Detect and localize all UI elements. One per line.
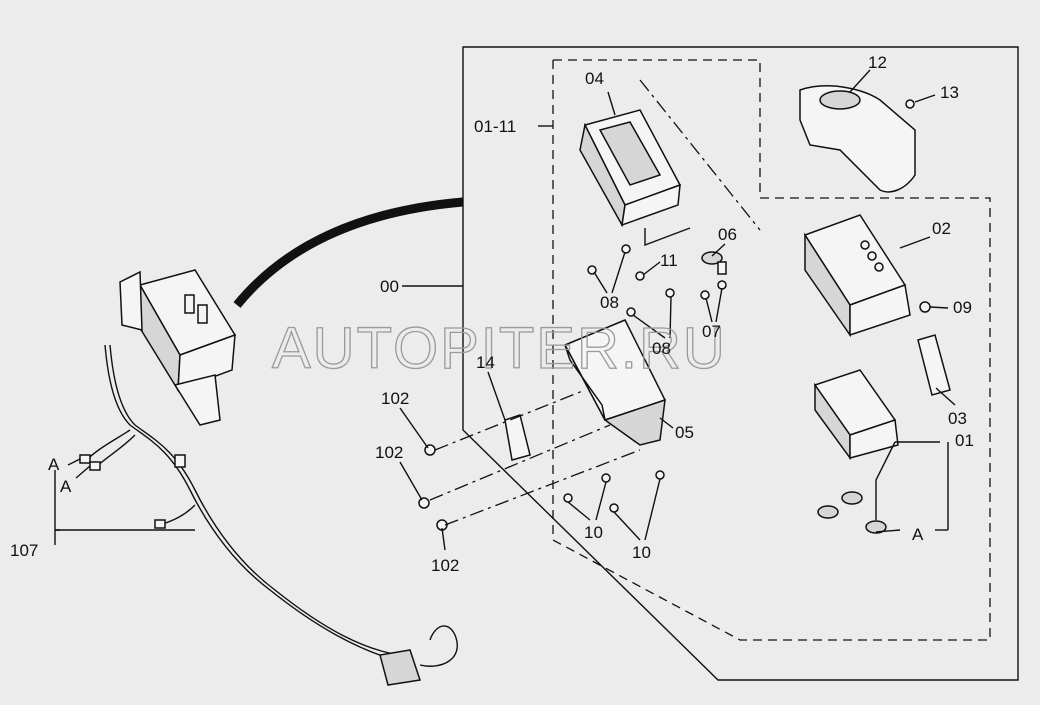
label-01-11: 01-11: [474, 117, 516, 136]
label-06: 06: [718, 225, 737, 244]
part-screw-13: [905, 99, 915, 109]
label-05: 05: [675, 423, 694, 442]
mounted-control-box: [119, 269, 237, 426]
label-102b: 102: [375, 443, 403, 462]
part-knobs: [817, 491, 887, 534]
label-10b: 10: [632, 543, 651, 562]
label-14: 14: [476, 353, 495, 372]
label-08b: 08: [652, 339, 671, 358]
label-02: 02: [932, 219, 951, 238]
part-plate-14: [504, 414, 531, 461]
small-screws: [418, 244, 727, 531]
label-a-right: A: [912, 525, 924, 544]
label-12: 12: [868, 53, 887, 72]
label-102a: 102: [381, 389, 409, 408]
label-10a: 10: [584, 523, 603, 542]
label-04: 04: [585, 69, 604, 88]
label-01: 01: [955, 431, 974, 450]
part-upper-case-04: [579, 109, 682, 228]
leader-lines: [54, 69, 956, 551]
label-03: 03: [948, 409, 967, 428]
assembly-boundary: [462, 46, 1019, 681]
part-sensor-06: [701, 251, 727, 275]
part-mounting-bracket-05: [563, 319, 667, 446]
label-07: 07: [702, 322, 721, 341]
label-09: 09: [953, 298, 972, 317]
label-11: 11: [660, 251, 678, 270]
label-107: 107: [10, 541, 38, 560]
assembly-guide-lines: [429, 79, 761, 526]
part-bracket-03: [917, 334, 951, 396]
label-102c: 102: [431, 556, 459, 575]
part-control-panel-01: [813, 369, 899, 461]
kit-boundary: [552, 59, 991, 641]
label-a-top: A: [48, 455, 60, 474]
reference-arrow: [233, 197, 464, 308]
label-13: 13: [940, 83, 959, 102]
part-display-unit-02: [803, 214, 911, 338]
label-08a: 08: [600, 293, 619, 312]
watermark: AUTOPITER.RU: [272, 316, 727, 381]
callout-labels: 04 01-11 12 13 02 06 11 00 08 09 07 08 1…: [10, 53, 974, 575]
label-00: 00: [380, 277, 399, 296]
part-screw-09: [919, 301, 931, 313]
label-a-mid: A: [60, 477, 72, 496]
wire-harness: [79, 344, 458, 686]
part-cover-12: [799, 85, 916, 193]
